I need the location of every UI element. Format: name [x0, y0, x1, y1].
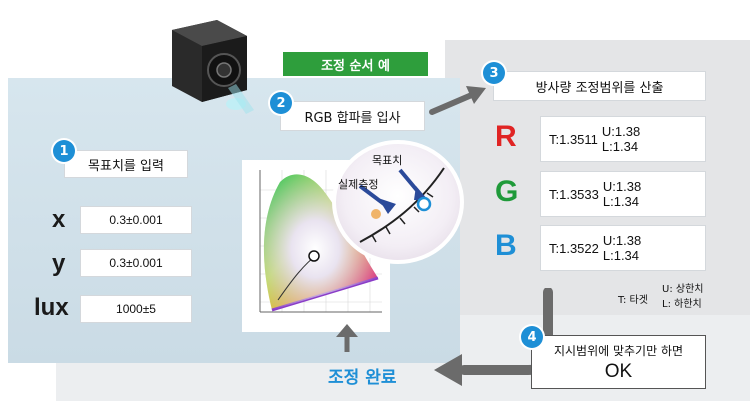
measured-point-label: 실제측정 — [338, 178, 379, 191]
step4-badge: 4 — [521, 326, 543, 348]
channel-g-box: T:1.3533 U:1.38 L:1.34 — [540, 171, 706, 217]
step2-label: RGB 합파를 입사 — [304, 110, 401, 126]
channel-r-target: T:1.3511 — [549, 131, 598, 147]
legend-lower: L: 하한치 — [662, 299, 702, 310]
channel-r-letter: R — [495, 120, 517, 153]
channel-r-lower: L:1.34 — [601, 139, 639, 154]
arrow-to-step3 — [429, 86, 486, 115]
y-label: y — [52, 250, 66, 277]
channel-r-box: T:1.3511 U:1.38 L:1.34 — [540, 116, 706, 162]
step1-badge: 1 — [53, 140, 75, 162]
target-point-label: 목표치 — [372, 154, 403, 167]
step4-result: OK — [604, 361, 633, 382]
legend-upper: U: 상한치 — [662, 284, 704, 295]
channel-r-upper: U:1.38 — [601, 124, 641, 139]
completion-label: 조정 완료 — [328, 368, 397, 388]
channel-b-upper: U:1.38 — [602, 233, 642, 248]
channel-b-lower: L:1.34 — [602, 248, 640, 263]
light-source-device — [172, 20, 254, 114]
procedure-title: 조정 순서 예 — [283, 52, 428, 76]
step1-label: 목표치를 입력 — [88, 158, 164, 174]
step2-box: RGB 합파를 입사 — [280, 101, 425, 131]
lux-label: lux — [34, 294, 69, 321]
lux-value-text: 1000±5 — [116, 302, 156, 316]
legend-target: T: 타겟 — [618, 295, 648, 306]
step3-label: 방사량 조정범위를 산출 — [535, 80, 664, 96]
channel-g-target: T:1.3533 — [549, 186, 599, 202]
step3-box: 방사량 조정범위를 산출 — [493, 71, 706, 101]
y-value-text: 0.3±0.001 — [109, 256, 163, 270]
channel-b-target: T:1.3522 — [549, 240, 599, 256]
channel-g-letter: G — [495, 175, 519, 208]
x-value: 0.3±0.001 — [80, 206, 192, 234]
x-value-text: 0.3±0.001 — [109, 213, 163, 227]
lux-value: 1000±5 — [80, 295, 192, 323]
step1-box: 목표치를 입력 — [64, 150, 188, 178]
y-value: 0.3±0.001 — [80, 249, 192, 277]
step4-box: 지시범위에 맞추기만 하면 OK — [531, 335, 706, 389]
channel-g-lower: L:1.34 — [602, 194, 640, 209]
step3-badge: 3 — [483, 62, 505, 84]
step4-label: 지시범위에 맞추기만 하면 — [553, 344, 684, 358]
arrow-up-to-chart — [336, 324, 358, 352]
step2-badge: 2 — [270, 92, 292, 114]
channel-b-letter: B — [495, 229, 517, 262]
channel-b-box: T:1.3522 U:1.38 L:1.34 — [540, 225, 706, 271]
channel-g-upper: U:1.38 — [602, 179, 642, 194]
x-label: x — [52, 206, 66, 233]
magnifier-lens — [332, 140, 464, 264]
